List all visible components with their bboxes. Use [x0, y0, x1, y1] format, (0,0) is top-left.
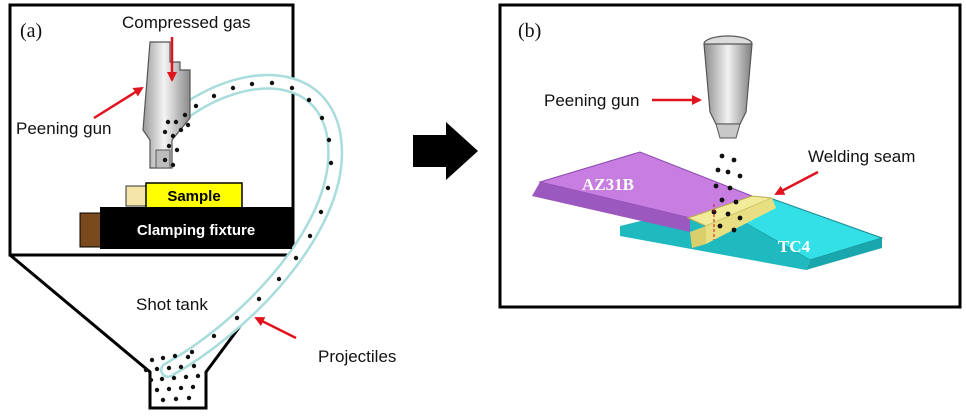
shot-pile — [143, 353, 201, 403]
peening-gun-arrow-a — [93, 86, 144, 120]
projectiles-label: Projectiles — [318, 347, 396, 366]
clamping-fixture-box — [100, 207, 292, 249]
welding-seam-label: Welding seam — [808, 147, 915, 166]
gun-projectiles-b — [711, 153, 743, 233]
peening-gun-b — [703, 35, 753, 139]
panel-b-box — [498, 3, 962, 309]
panel-a: Sample Clamping fixture (a) Compressed g… — [8, 3, 396, 410]
peening-gun-label-a: Peening gun — [16, 119, 111, 138]
peening-gun-label-b: Peening gun — [544, 91, 639, 110]
hose-projectiles — [189, 80, 334, 355]
panel-b-tag: (b) — [518, 20, 541, 42]
chamber-box — [8, 3, 295, 257]
process-arrow — [413, 122, 478, 180]
shot-tank-label: Shot tank — [136, 295, 208, 314]
tc4-label: TC4 — [778, 237, 811, 256]
peening-gun-a — [142, 41, 191, 169]
clamping-fixture-label: Clamping fixture — [137, 222, 255, 239]
panel-b: (b) TC4 AZ31B — [498, 3, 962, 309]
sample-box — [145, 182, 243, 209]
shot-hose-inner — [162, 76, 341, 376]
panel-a-tag: (a) — [20, 20, 42, 42]
projectiles-arrow — [254, 316, 297, 340]
welding-seam-arrow — [774, 170, 819, 196]
sample-label: Sample — [167, 188, 220, 205]
welding-seam — [686, 195, 776, 248]
az31b-label: AZ31B — [582, 175, 634, 194]
compressed-gas-label: Compressed gas — [122, 13, 251, 32]
hopper-funnel — [9, 253, 295, 410]
gun-projectiles-a — [162, 112, 191, 168]
